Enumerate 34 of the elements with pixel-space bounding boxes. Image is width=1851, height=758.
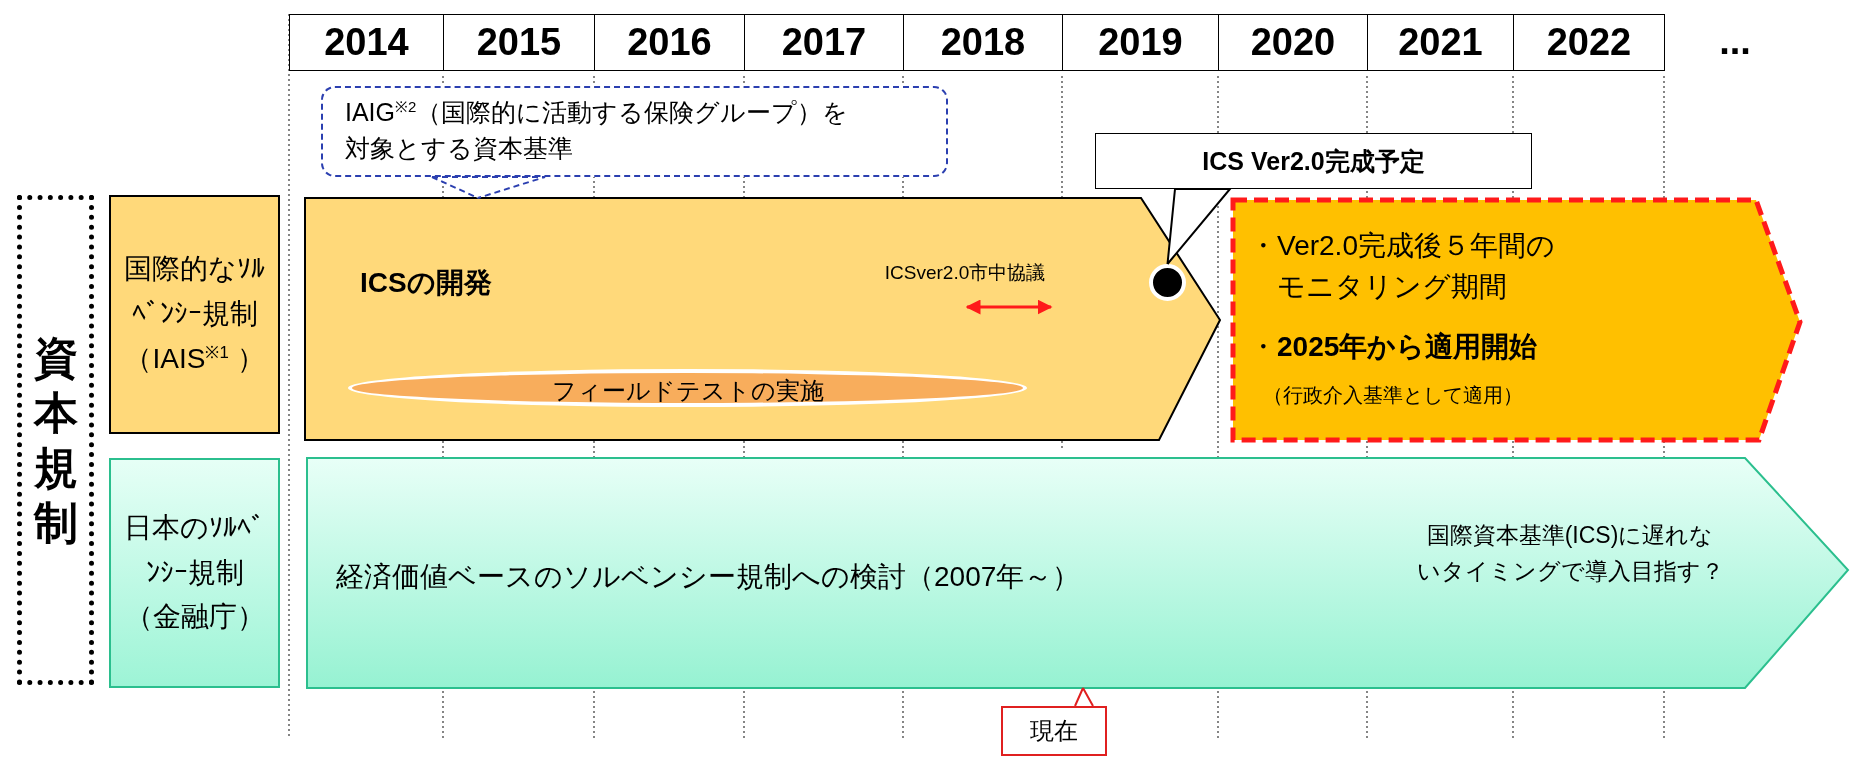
callout-pointer xyxy=(1074,687,1094,707)
bullet-text: ・Ver2.0完成後５年間のモニタリング期間 xyxy=(1249,229,1556,304)
bubble-text: IAIG$^{※2}$（国際的に活動する保険グループ）を対象とする資本基準 xyxy=(345,96,850,165)
bullet-text: ・2025年から適用開始 xyxy=(1249,330,1538,364)
year-header: 2020 xyxy=(1218,14,1368,71)
bubble-text: ICS Ver2.0完成予定 xyxy=(1202,145,1425,177)
timeline-arrow-band xyxy=(307,458,1848,688)
row-label: 日本のｿﾙﾍﾞﾝｼｰ規制（金融庁） xyxy=(123,510,266,635)
category-label-box xyxy=(17,195,94,685)
year-header: 2017 xyxy=(744,14,904,71)
note-text: （行政介入基準として適用） xyxy=(1263,383,1523,408)
category-title: 資本規制 xyxy=(33,332,78,549)
year-header: 2022 xyxy=(1513,14,1665,71)
ellipse-label: フィールドテストの実施 xyxy=(551,376,824,406)
row-label-box xyxy=(109,195,280,434)
row-label-box xyxy=(109,458,280,688)
speech-bubble xyxy=(1001,706,1107,756)
band-title: ICSの開発 xyxy=(360,266,492,300)
year-header: 2014 xyxy=(289,14,444,71)
bubble-text: 現在 xyxy=(1030,716,1078,746)
callout-pointer xyxy=(431,176,546,199)
year-header: 2018 xyxy=(903,14,1063,71)
band-note: 国際資本基準(ICS)に遅れないタイミングで導入目指す？ xyxy=(1415,521,1725,586)
timeline-arrow-band xyxy=(305,198,1220,440)
future-arrow-band xyxy=(1233,200,1800,440)
period-label: ICSver2.0市中協議 xyxy=(883,261,1047,285)
ellipsis-text: ... xyxy=(1718,19,1752,64)
callout-pointer xyxy=(1166,188,1233,265)
year-header: 2016 xyxy=(594,14,745,71)
year-header: 2021 xyxy=(1367,14,1514,71)
row-label: 国際的なｿﾙﾍﾞﾝｼｰ規制（IAIS$^{※1}$ ） xyxy=(123,252,266,376)
year-header: 2019 xyxy=(1062,14,1219,71)
band-title: 経済価値ベースのソルベンシー規制への検討（2007年～） xyxy=(336,560,1081,594)
year-header: 2015 xyxy=(443,14,595,71)
